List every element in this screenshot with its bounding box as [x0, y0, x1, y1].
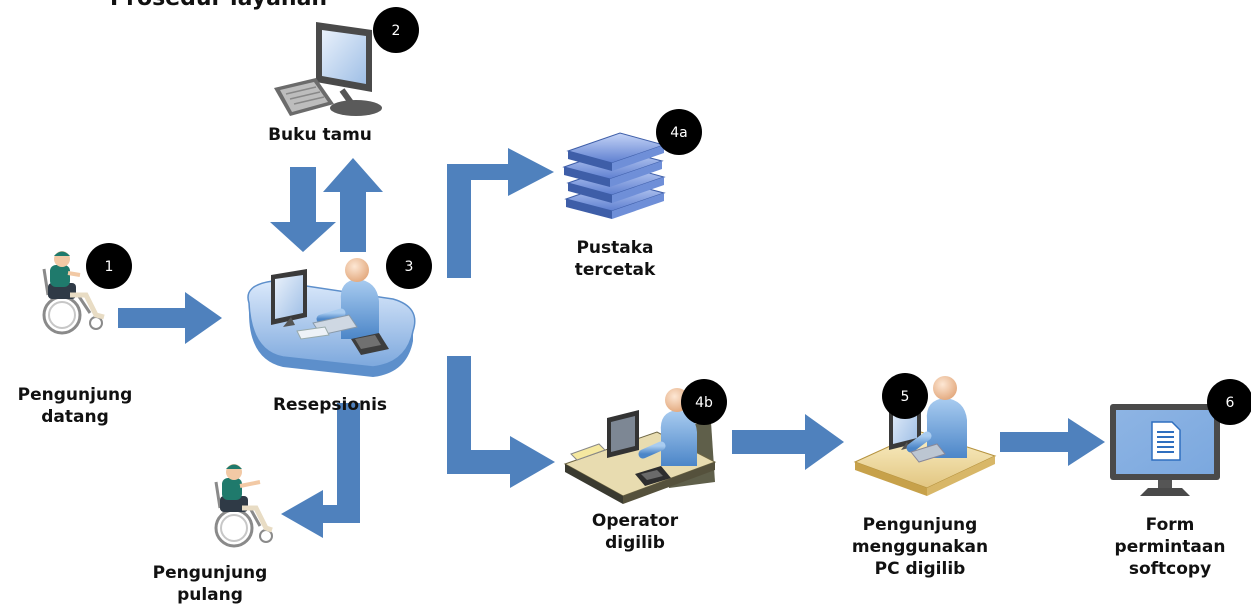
step-badge-4b: 4b — [681, 379, 727, 425]
svg-text:4a: 4a — [670, 125, 688, 141]
label-visitor-arrive: Pengunjung datang — [17, 385, 133, 427]
label-visitor-pc: Pengunjung menggunakan PC digilib — [851, 515, 989, 579]
arrow-reception-to-guestbook — [323, 158, 383, 252]
label-printed: Pustaka tercetak — [574, 238, 656, 280]
step-badge-1: 1 — [86, 243, 132, 289]
svg-text:2: 2 — [392, 23, 401, 39]
receptionist-desk-icon — [247, 258, 416, 377]
page-title-fragment: Prosedur layanan — [110, 0, 390, 12]
step-badge-3: 3 — [386, 243, 432, 289]
wheelchair-person-icon — [214, 464, 273, 548]
step-badge-2: 2 — [373, 7, 419, 53]
step-badge-5: 5 — [882, 373, 928, 419]
step-badge-6: 6 — [1207, 379, 1251, 425]
arrow-operator-to-pc — [732, 414, 844, 470]
label-guestbook: Buku tamu — [268, 125, 372, 145]
monitor-document-icon — [1110, 404, 1220, 496]
flow-arrows — [118, 148, 1105, 538]
computer-icon — [274, 22, 382, 116]
arrow-guestbook-to-reception — [270, 167, 336, 252]
arrow-visitor-to-reception — [118, 292, 222, 344]
svg-text:6: 6 — [1226, 395, 1235, 411]
svg-text:1: 1 — [105, 259, 114, 275]
operator-desk-icon — [563, 388, 717, 504]
svg-text:5: 5 — [901, 389, 910, 405]
label-receptionist: Resepsionis — [272, 395, 388, 415]
arrow-reception-to-operator — [447, 356, 555, 488]
wheelchair-person-icon — [42, 251, 105, 335]
book-stack-icon — [562, 132, 666, 219]
label-visitor-leave: Pengunjung pulang — [152, 563, 268, 605]
step-badges: 1 2 3 4a 4b 5 6 — [86, 7, 1251, 425]
label-form: Form permintaan softcopy — [1114, 515, 1226, 579]
svg-text:3: 3 — [405, 259, 414, 275]
label-operator: Operator digilib — [591, 511, 679, 553]
arrow-reception-to-leave — [281, 403, 360, 538]
step-badge-4a: 4a — [656, 109, 702, 155]
svg-text:4b: 4b — [695, 395, 713, 411]
arrow-pc-to-form — [1000, 418, 1105, 466]
arrow-reception-to-printed — [447, 148, 554, 278]
